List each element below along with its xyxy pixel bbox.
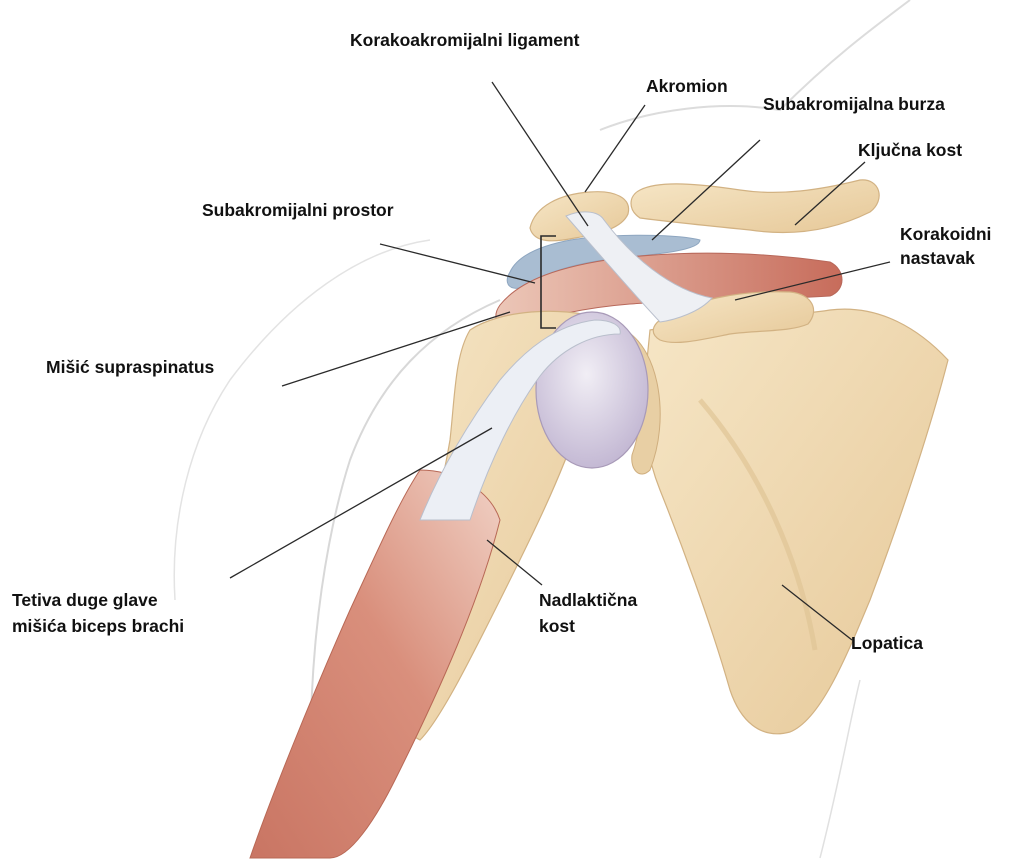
label-humerus-line2: kost <box>539 616 575 636</box>
label-biceps-tendon-line2: mišića biceps brachi <box>12 616 184 636</box>
label-acromion: Akromion <box>646 76 728 96</box>
leader-acromion <box>585 105 645 192</box>
label-subacromial-bursa: Subakromijalna burza <box>763 94 945 114</box>
label-clavicle: Ključna kost <box>858 140 962 160</box>
label-biceps-tendon-line1: Tetiva duge glave <box>12 590 158 610</box>
scapula-bone <box>643 309 948 734</box>
label-coracoid-line2: nastavak <box>900 248 975 268</box>
label-coracoacromial-ligament: Korakoakromijalni ligament <box>350 30 580 50</box>
leader-coracoacromial-ligament <box>492 82 588 226</box>
label-humerus-line1: Nadlaktična <box>539 590 637 610</box>
label-supraspinatus: Mišić supraspinatus <box>46 357 215 377</box>
leader-subacromial-space <box>380 244 535 283</box>
label-scapula: Lopatica <box>851 633 923 653</box>
label-subacromial-space: Subakromijalni prostor <box>202 200 394 220</box>
label-coracoid-line1: Korakoidni <box>900 224 991 244</box>
